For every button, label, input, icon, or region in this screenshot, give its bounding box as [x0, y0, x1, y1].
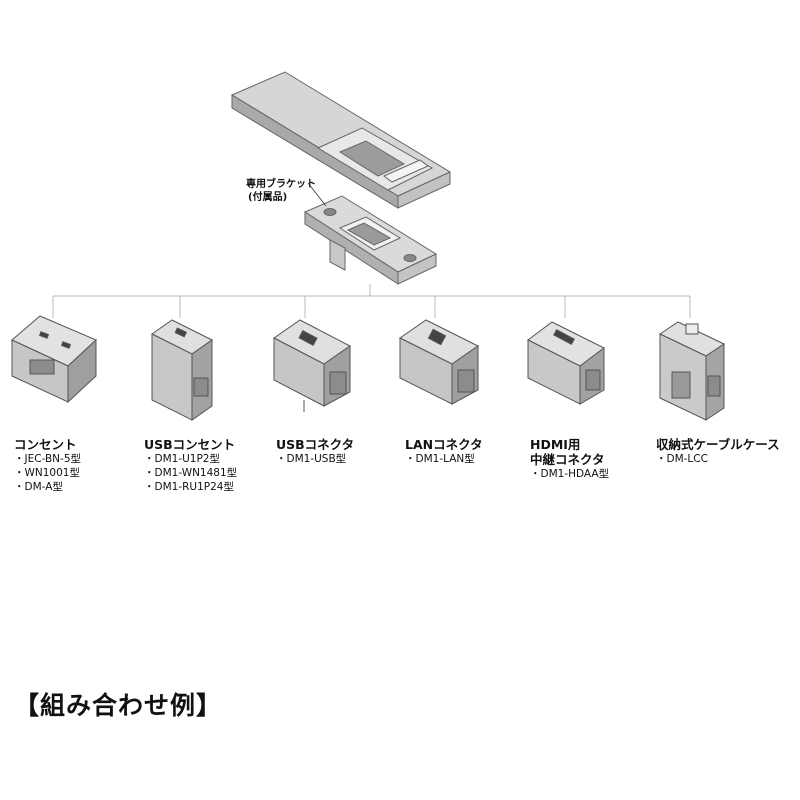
- product-model: DM1-WN1481型: [144, 466, 238, 480]
- product-hdmi-connector: HDMI用 中継コネクタ DM1-HDAA型: [530, 437, 609, 481]
- product-model: DM1-HDAA型: [530, 467, 610, 481]
- bracket-label-sub: (付属品): [248, 192, 288, 203]
- product-usb-connector: USBコネクタ DM1-USB型: [276, 437, 354, 466]
- floor-box-illustration: [230, 71, 452, 209]
- product-model: JEC-BN-5型: [14, 452, 82, 466]
- section-heading: 【組み合わせ例】: [14, 691, 223, 720]
- outlet-illustration: [11, 315, 97, 404]
- product-name-line2: 中継コネクタ: [530, 452, 605, 467]
- product-model: WN1001型: [14, 466, 81, 480]
- product-cable-case: 収納式ケーブルケース DM-LCC: [656, 437, 780, 466]
- product-name: USBコンセント: [144, 437, 236, 452]
- bracket-label: 専用ブラケット (付属品): [246, 178, 316, 204]
- usb-connector-illustration: [273, 319, 351, 412]
- product-model: DM-LCC: [656, 452, 780, 466]
- bracket-leader-line: [307, 182, 327, 207]
- product-model: DM1-LAN型: [405, 452, 483, 466]
- product-name: 収納式ケーブルケース: [656, 437, 780, 452]
- product-usb-outlet: USBコンセント DM1-U1P2型 DM1-WN1481型 DM1-RU1P2…: [144, 437, 237, 494]
- product-name: HDMI用: [530, 437, 581, 452]
- product-model: DM1-USB型: [276, 452, 354, 466]
- product-name: USBコネクタ: [276, 437, 355, 452]
- usb-outlet-illustration: [151, 319, 213, 421]
- product-model: DM1-RU1P24型: [144, 480, 237, 494]
- product-lan-connector: LANコネクタ DM1-LAN型: [405, 437, 483, 466]
- cable-case-illustration: [658, 321, 726, 421]
- connector-lines: [52, 284, 691, 318]
- product-name: コンセント: [14, 437, 77, 452]
- bracket-illustration: [303, 195, 438, 285]
- product-model: DM-A型: [14, 480, 81, 494]
- product-name: LANコネクタ: [405, 437, 483, 452]
- lan-connector-illustration: [399, 319, 479, 405]
- hdmi-connector-illustration: [527, 321, 605, 405]
- product-model: DM1-U1P2型: [144, 452, 237, 466]
- bracket-label-title: 専用ブラケット: [246, 179, 316, 190]
- product-outlet: コンセント JEC-BN-5型 WN1001型 DM-A型: [14, 437, 81, 494]
